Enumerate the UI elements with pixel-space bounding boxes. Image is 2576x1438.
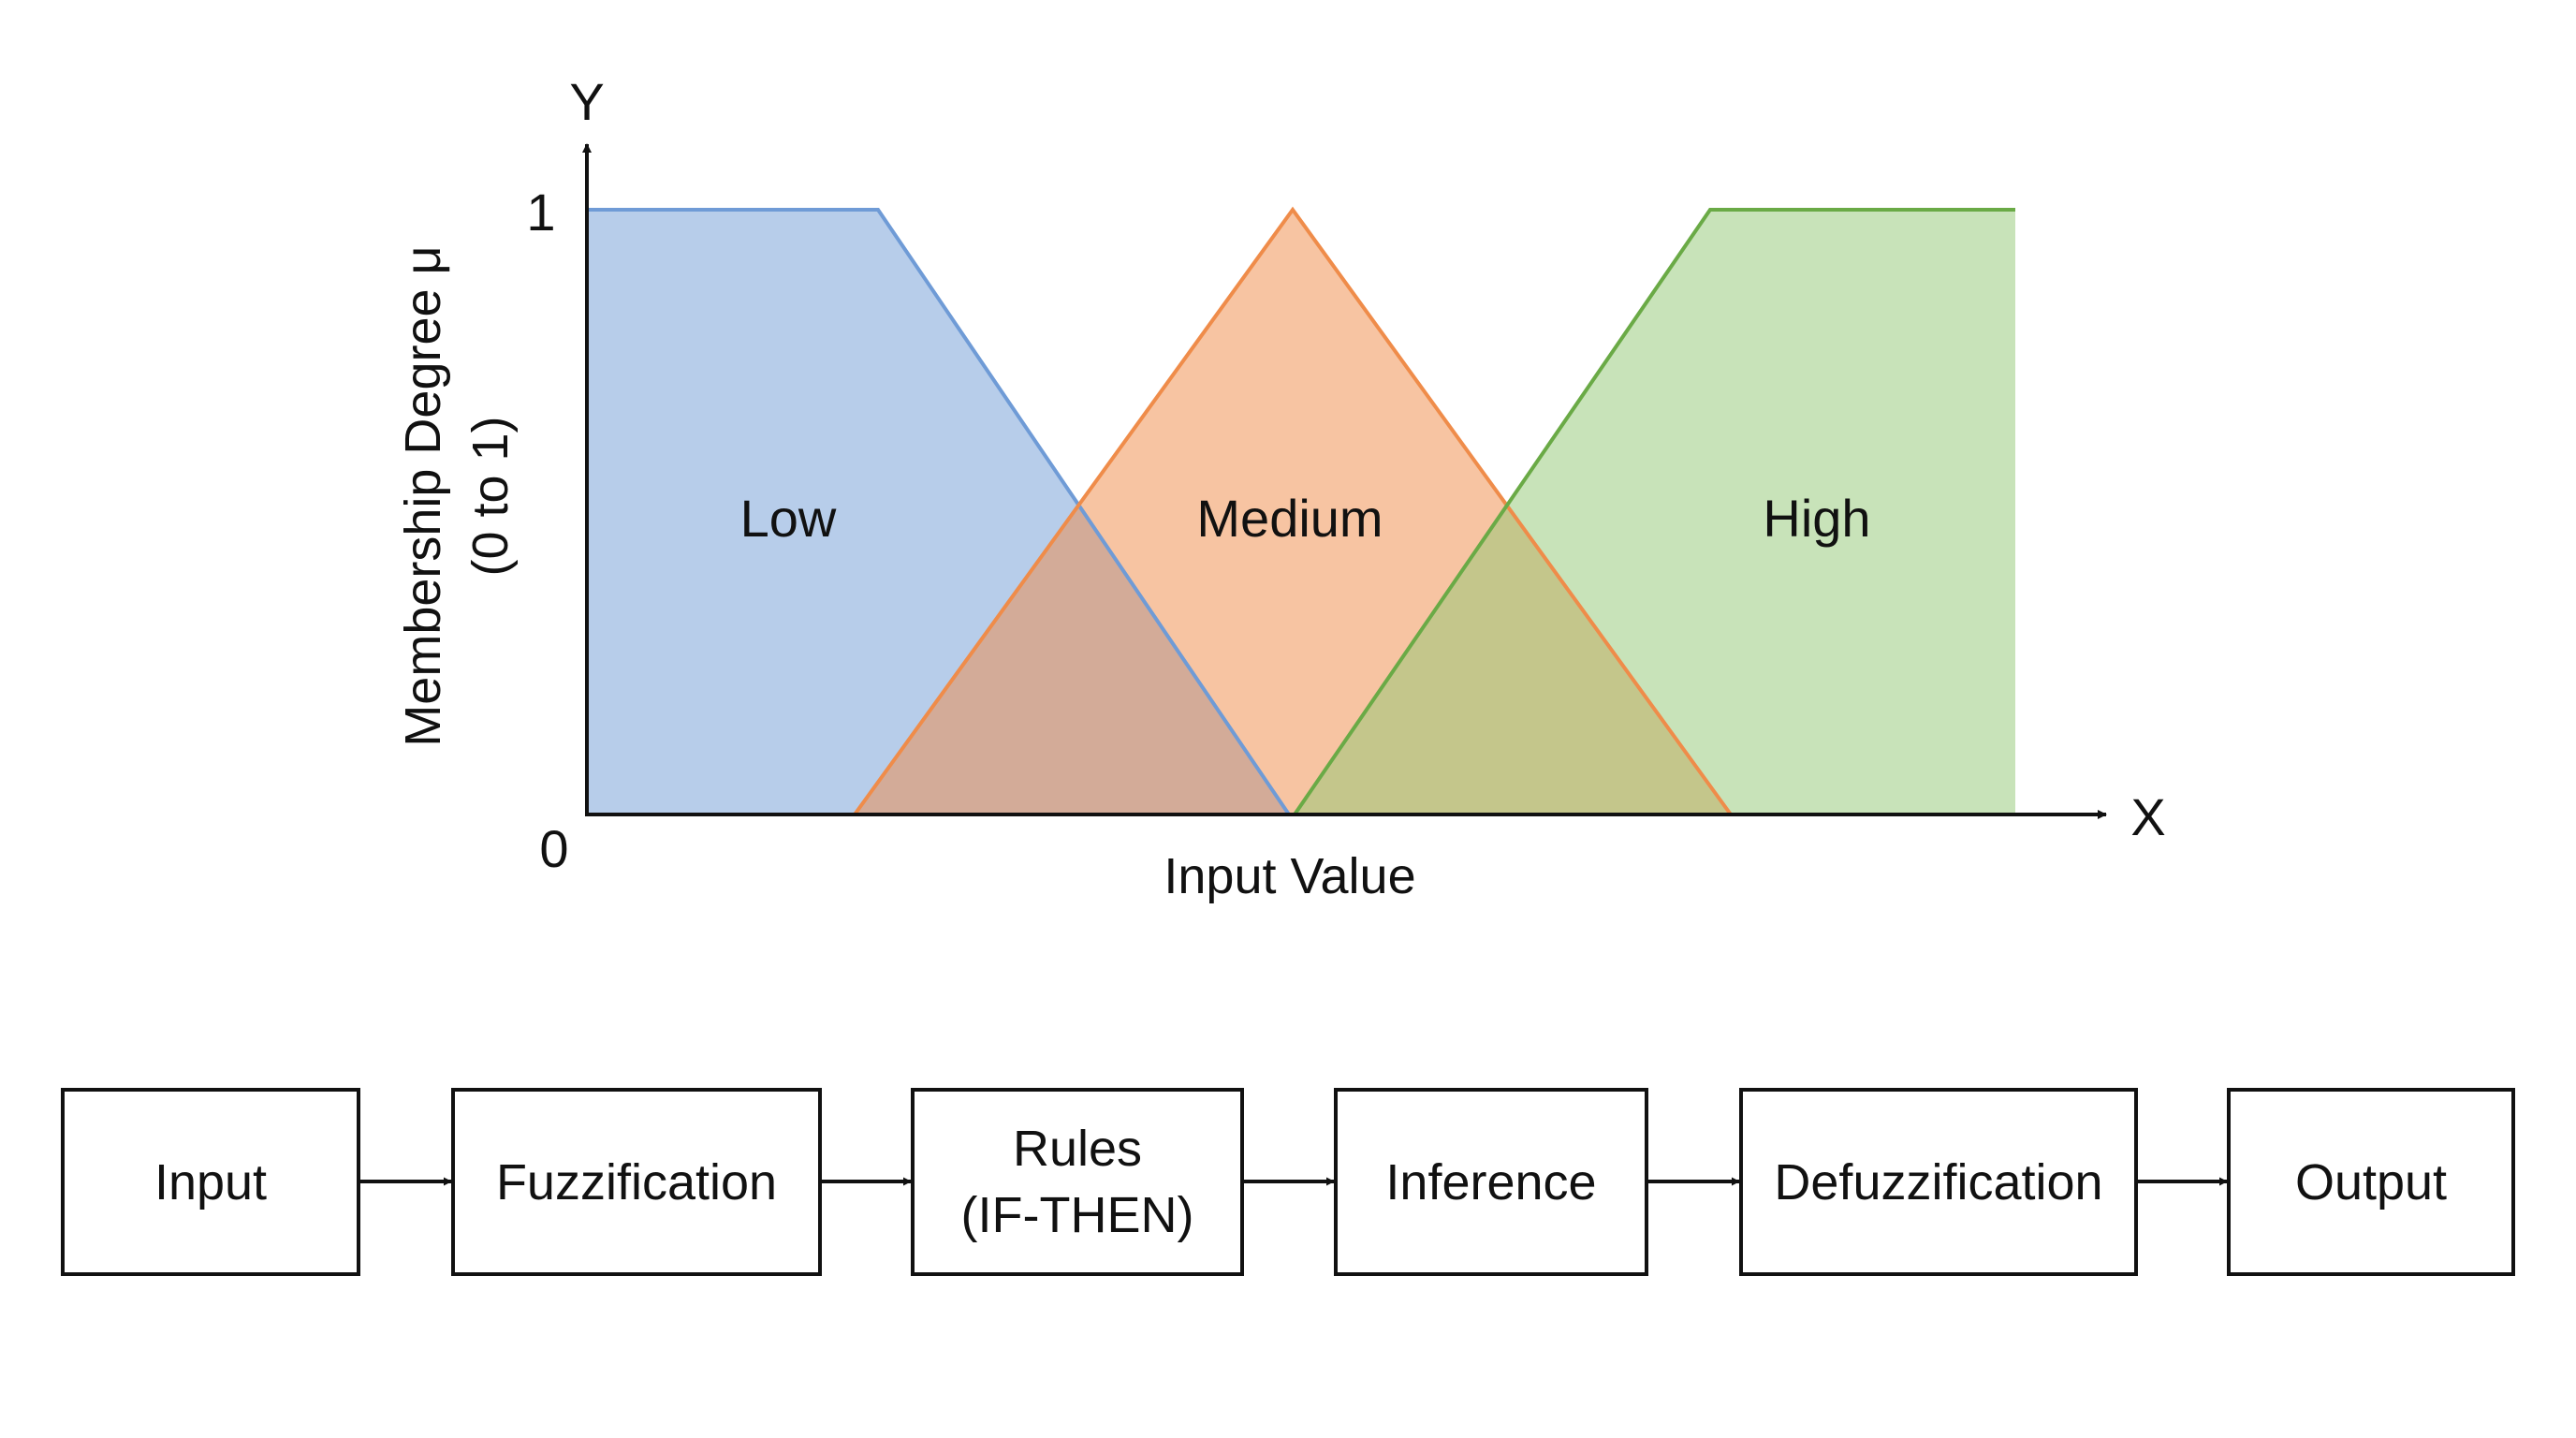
y-axis-label: Membership Degree μ (0 to 1): [395, 245, 519, 746]
y-axis-label-line2: (0 to 1): [462, 416, 519, 576]
high-set-curve: [1293, 208, 2015, 816]
low-set-curve: [587, 208, 1291, 816]
step-output-box: [2227, 1088, 2515, 1276]
step-rules-label-line2: (IF-THEN): [961, 1187, 1194, 1243]
high-set-label: High: [1763, 489, 1870, 548]
step-output-label: Output: [2295, 1154, 2447, 1211]
step-fuzzification-box: [451, 1088, 822, 1276]
y-axis-letter: Y: [569, 72, 604, 131]
step-defuzzification-box: [1739, 1088, 2138, 1276]
step-fuzzification-label: Fuzzification: [496, 1154, 777, 1211]
step-inference-label: Inference: [1385, 1154, 1596, 1211]
high-set-region: [1295, 210, 2015, 814]
origin-label: 0: [539, 819, 568, 878]
step-inference-box: [1334, 1088, 1648, 1276]
step-input-label: Input: [154, 1154, 267, 1211]
step-defuzzification-label: Defuzzification: [1774, 1154, 2102, 1211]
fuzzy-pipeline: Input Fuzzification Rules (IF-THEN) Infe…: [61, 1088, 2515, 1276]
membership-function-chart: Y X 1 0 Input Value Membership Degree μ …: [395, 72, 2166, 904]
x-axis-letter: X: [2130, 787, 2165, 846]
step-input-box: [61, 1088, 360, 1276]
y-axis-label-line1: Membership Degree μ: [395, 245, 451, 746]
low-set-label: Low: [740, 489, 837, 548]
y-tick-one: 1: [526, 183, 555, 242]
medium-set-label: Medium: [1196, 489, 1383, 548]
step-rules-box: [911, 1088, 1244, 1276]
medium-set-curve: [853, 206, 1733, 816]
step-rules-label-line1: Rules: [1013, 1121, 1142, 1177]
x-axis-label: Input Value: [1164, 848, 1415, 904]
